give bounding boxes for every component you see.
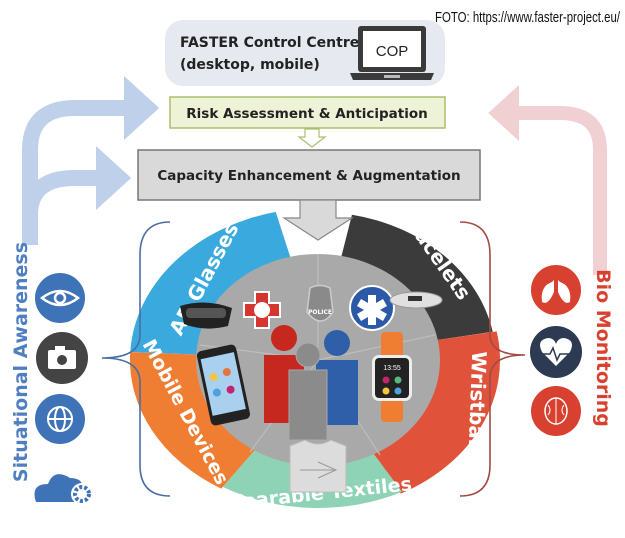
watch-time: 13:55 bbox=[383, 365, 401, 372]
cop-label: COP bbox=[376, 43, 409, 60]
segment-bracelets bbox=[340, 214, 493, 341]
brain-icon bbox=[531, 386, 581, 436]
right-brace bbox=[459, 221, 526, 497]
small-down-arrow bbox=[297, 128, 327, 148]
ar-headset-icon bbox=[180, 302, 232, 329]
svg-text:POLICE: POLICE bbox=[308, 309, 332, 316]
segment-wristbands bbox=[371, 331, 500, 494]
left-brace bbox=[101, 221, 171, 497]
heart-pulse-icon bbox=[530, 326, 582, 378]
segment-ar-glasses bbox=[130, 211, 292, 355]
bio-monitoring-label: Bio Monitoring bbox=[592, 269, 614, 427]
eye-icon bbox=[35, 273, 85, 323]
police-badge: POLICE bbox=[306, 284, 334, 322]
situational-awareness-arrows bbox=[22, 76, 160, 245]
control-centre-subtitle: (desktop, mobile) bbox=[180, 57, 320, 73]
fire-dept-badge bbox=[243, 291, 281, 329]
ems-badge bbox=[349, 285, 395, 331]
responders-people-icon bbox=[264, 325, 358, 441]
globe-icon bbox=[35, 394, 85, 444]
bio-monitoring-arrow bbox=[488, 85, 607, 275]
smartwatch-icon: 13:55 bbox=[372, 332, 412, 422]
risk-assessment-box bbox=[169, 96, 446, 129]
situational-awareness-label: Situational Awareness bbox=[10, 242, 32, 482]
capacity-label: Capacity Enhancement & Augmentation bbox=[157, 168, 460, 184]
smart-shirt-icon bbox=[289, 439, 347, 493]
control-centre-box: FASTER Control Centre (desktop, mobile) … bbox=[165, 20, 445, 86]
capacity-box bbox=[137, 149, 481, 201]
cloud-gear-icon bbox=[34, 474, 93, 505]
camera-icon bbox=[36, 332, 88, 384]
smartphone-icon bbox=[196, 344, 250, 426]
label-wristbands: Wristbands bbox=[463, 351, 491, 480]
segment-mobile-devices bbox=[129, 352, 258, 489]
control-centre-title: FASTER Control Centre bbox=[180, 35, 359, 51]
lungs-icon bbox=[531, 265, 581, 315]
big-down-arrow bbox=[281, 199, 355, 241]
photo-credit: FOTO: https://www.faster-project.eu/ bbox=[435, 9, 621, 26]
bracelet-icon bbox=[389, 291, 443, 309]
risk-assessment-label: Risk Assessment & Anticipation bbox=[186, 106, 427, 122]
laptop-icon bbox=[350, 26, 434, 80]
